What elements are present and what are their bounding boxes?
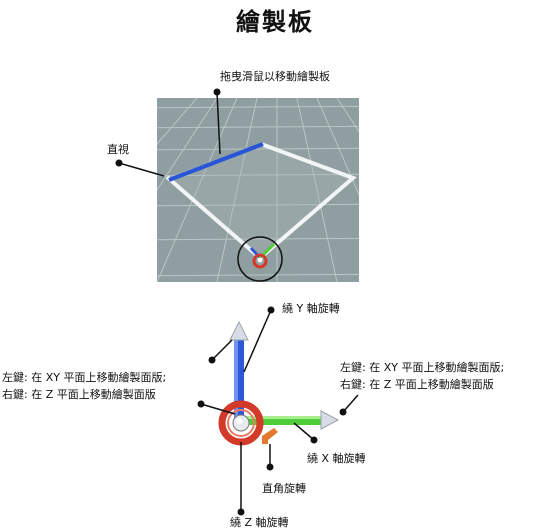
left-move-instruction-2: 右鍵: 在 Z 平面上移動繪製面版 xyxy=(2,388,156,401)
x-rotate-label: 繞 X 軸旋轉 xyxy=(307,452,366,465)
z-rotate-label: 繞 Z 軸旋轉 xyxy=(230,516,289,529)
y-rotate-label: 繞 Y 軸旋轉 xyxy=(282,302,340,315)
drawing-plane-viewport[interactable] xyxy=(157,98,359,282)
y-axis-arrow[interactable] xyxy=(229,320,249,424)
highlighted-plane-edge[interactable] xyxy=(168,142,264,182)
drawing-plane[interactable] xyxy=(165,142,357,261)
z-rotate-ring[interactable] xyxy=(218,400,264,446)
mini-gizmo xyxy=(237,236,283,282)
right-angle-rotate-label: 直角旋轉 xyxy=(262,482,306,495)
right-move-instruction-1: 左鍵: 在 XY 平面上移動繪製面版; xyxy=(340,361,505,374)
drag-plane-label: 拖曳滑鼠以移動繪製板 xyxy=(220,70,330,83)
x-axis-arrow[interactable] xyxy=(245,410,340,430)
left-move-instruction-1: 左鍵: 在 XY 平面上移動繪製面版; xyxy=(2,371,167,384)
edge-view-label: 直視 xyxy=(107,143,129,156)
right-angle-handle[interactable] xyxy=(262,428,278,444)
right-move-instruction-2: 右鍵: 在 Z 平面上移動繪製面版 xyxy=(340,378,494,391)
page-title: 繪製板 xyxy=(236,8,314,36)
